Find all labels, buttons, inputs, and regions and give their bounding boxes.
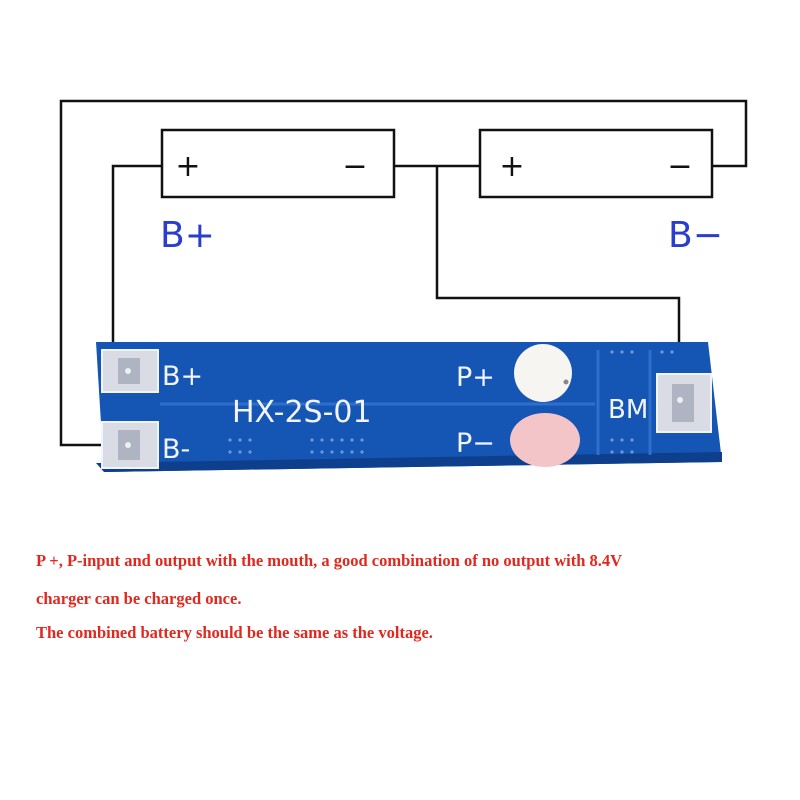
battery-2-body — [478, 128, 714, 199]
pcb-traces — [160, 350, 652, 455]
battery-1-body — [160, 128, 396, 199]
label-b-plus: B+ — [160, 215, 215, 256]
pad-p-minus — [510, 413, 580, 467]
wire-b-plus — [111, 164, 162, 360]
pad-p-plus-dot — [563, 379, 569, 385]
pcb-label-p-minus: P− — [456, 428, 495, 459]
battery-2: + − — [478, 128, 714, 199]
pcb-label-b-minus: B- — [162, 434, 190, 465]
caption-line-3: The combined battery should be the same … — [36, 623, 433, 642]
pcb-label-bm: BM — [608, 395, 648, 425]
pad-b-plus — [101, 349, 159, 393]
battery-2-minus-sign: − — [667, 149, 692, 184]
caption-line-1: P +, P-input and output with the mouth, … — [36, 551, 623, 570]
pcb-vias — [228, 350, 674, 454]
pcb-board: B+ B- HX-2S-01 P+ P− BM — [96, 342, 722, 472]
label-b-minus: B− — [668, 215, 723, 256]
pad-b-minus — [101, 421, 159, 469]
pad-bm — [656, 373, 712, 433]
pcb-model-label: HX-2S-01 — [232, 395, 372, 430]
wire-b-minus-loop — [59, 99, 748, 447]
battery-1-plus-sign: + — [175, 149, 200, 184]
diagram-canvas: + − + − B+ B− — [59, 99, 748, 472]
caption-line-2: charger can be charged once. — [36, 589, 242, 608]
battery-1: + − — [160, 128, 396, 199]
pad-p-plus — [514, 344, 572, 402]
pcb-label-p-plus: P+ — [456, 362, 495, 393]
battery-2-plus-sign: + — [499, 149, 524, 184]
battery-1-minus-sign: − — [342, 149, 367, 184]
pcb-label-b-plus: B+ — [162, 361, 203, 392]
